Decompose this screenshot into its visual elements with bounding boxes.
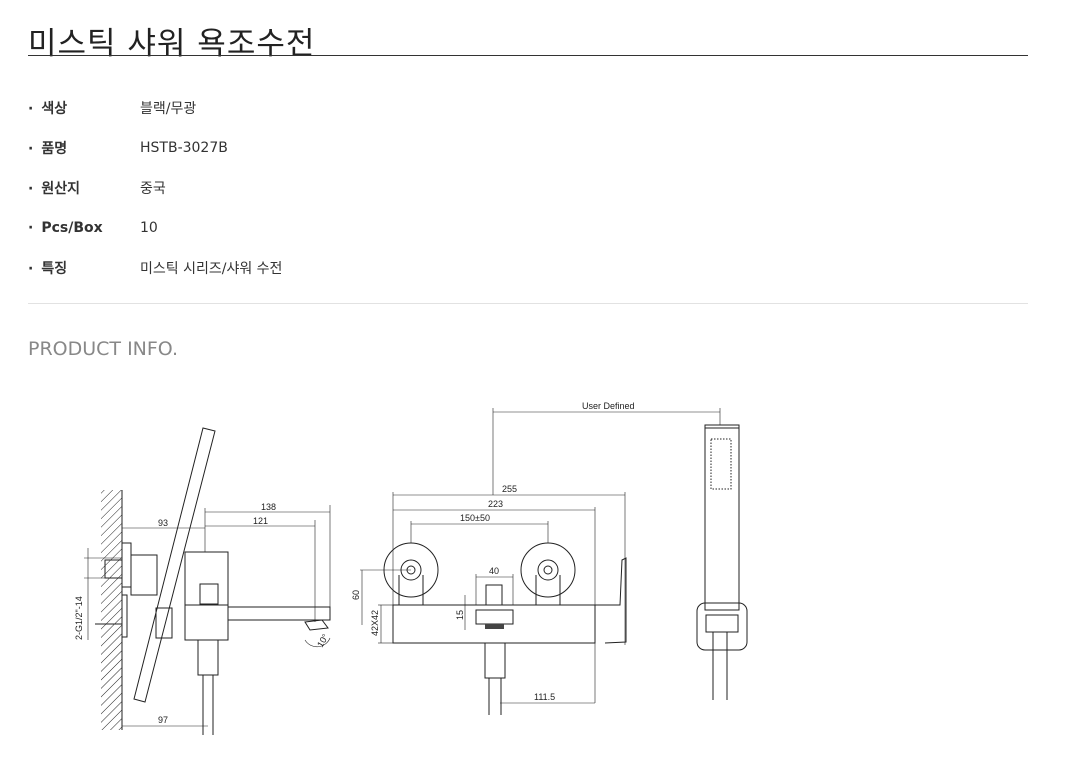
dim-angle: 10°	[315, 632, 331, 649]
dim-thread: 2-G1/2"-14	[74, 596, 84, 640]
spec-value: HSTB-3027B	[140, 140, 228, 156]
title-divider	[28, 55, 1028, 56]
spec-value: 블랙/무광	[140, 101, 197, 117]
dim-223: 223	[488, 499, 503, 509]
dim-user-defined: User Defined	[582, 401, 635, 411]
spec-value: 미스틱 시리즈/샤워 수전	[140, 261, 283, 277]
side-body	[184, 551, 229, 641]
dim-255: 255	[502, 484, 517, 494]
dim-15: 15	[455, 610, 465, 620]
dim-93: 93	[158, 518, 168, 528]
spec-label: 원산지	[28, 178, 140, 198]
spec-value: 10	[140, 220, 158, 236]
spec-label: 품명	[28, 138, 140, 158]
spec-value: 중국	[140, 181, 166, 197]
spec-label: Pcs/Box	[28, 220, 140, 236]
side-view: 138 121 93 97 2-G1/2"-14 10°	[74, 427, 331, 735]
wall-hatch	[101, 490, 122, 730]
dim-60: 60	[351, 590, 361, 600]
spec-label: 특징	[28, 258, 140, 278]
dim-40: 40	[489, 566, 499, 576]
front-view: User Defined 255 223 150±50 40 15 60 42X…	[351, 401, 721, 715]
section-title: PRODUCT INFO.	[28, 338, 179, 360]
dim-138: 138	[261, 502, 276, 512]
dim-97: 97	[158, 715, 168, 725]
dim-42x42: 42X42	[370, 610, 380, 636]
hand-shower-view	[696, 424, 748, 700]
page-title: 미스틱 샤워 욕조수전	[28, 26, 316, 62]
section-divider	[28, 303, 1028, 304]
dim-121: 121	[253, 516, 268, 526]
hand-shower	[133, 427, 216, 703]
dim-111-5: 111.5	[534, 692, 555, 702]
spec-label: 색상	[28, 98, 140, 118]
dim-150: 150±50	[460, 513, 490, 523]
